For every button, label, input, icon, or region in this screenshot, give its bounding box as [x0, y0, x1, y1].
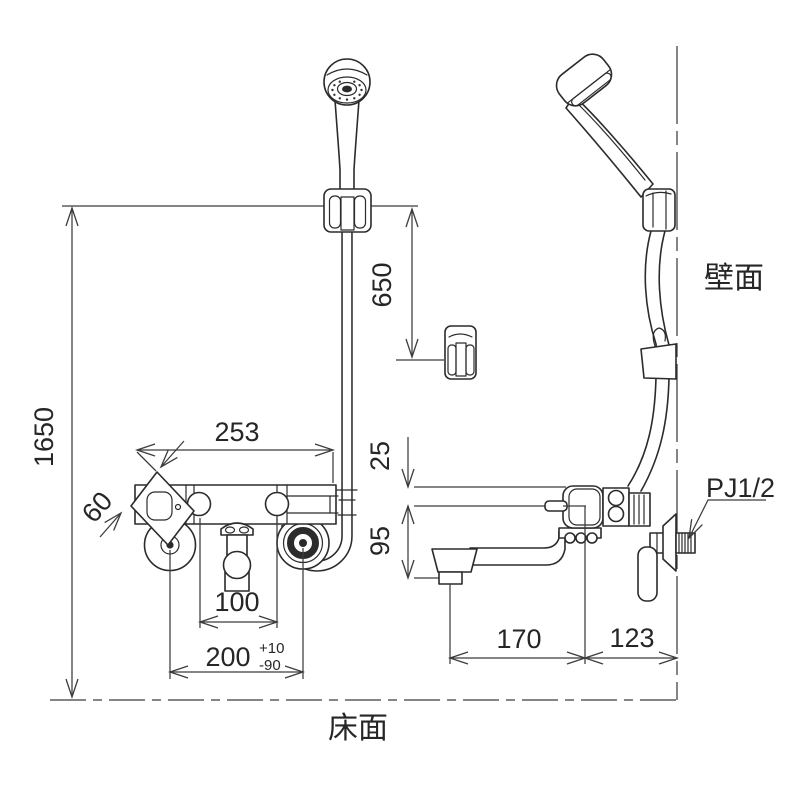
hose-hook-side: [640, 327, 677, 380]
spout-pipe-bottom: [469, 533, 566, 566]
escutcheon-side: [662, 513, 677, 572]
shower-holder-front: [323, 188, 372, 233]
hanger-bracket-front: [444, 325, 477, 380]
shower-head-front: [323, 58, 371, 106]
shower-handle-side: [565, 95, 654, 198]
shower-handle-side-line: [579, 105, 646, 181]
dim-200-tol-plus: +10: [259, 640, 284, 657]
shower-head-side: [555, 53, 613, 107]
floor-surface-label: 床面: [328, 711, 388, 746]
shower-holder-side: [642, 188, 676, 232]
ext-valve-center: [563, 505, 586, 664]
pj-leader-line: [688, 499, 766, 540]
dim-60-lower: [99, 511, 123, 538]
spout-pipe-top: [469, 530, 560, 549]
dim-650-label: 650: [367, 262, 397, 307]
faucet-side: [431, 485, 696, 602]
ext-200: [169, 548, 304, 679]
front-view: [130, 58, 477, 592]
spout-outlet-side: [431, 548, 478, 573]
annotations: 1650 650 253 60 100 200 +10 -90 25 95 17…: [29, 261, 775, 746]
dim-95-label: 95: [365, 526, 395, 556]
wall-surface-label: 壁面: [704, 261, 764, 296]
shower-handle-front: [334, 99, 360, 192]
dim-200-tol-minus: -90: [259, 657, 281, 674]
dim-1650-label: 1650: [29, 407, 59, 467]
ext-100: [199, 518, 278, 628]
side-view: [431, 53, 696, 602]
ext-253: [136, 451, 334, 483]
temp-lever-side: [637, 546, 658, 602]
reference-lines: [50, 46, 678, 701]
thermo-handle-diamond: [130, 471, 195, 546]
dim-60-label: 60: [76, 486, 118, 528]
spout-tip-side: [438, 571, 463, 585]
dim-60-upper: [159, 440, 185, 469]
dimension-lines: [99, 437, 766, 679]
dim-100-label: 100: [214, 587, 259, 617]
spout-front: [220, 522, 254, 592]
dim-200-label: 200: [205, 642, 250, 672]
dim-170-label: 170: [496, 624, 541, 654]
thread-hatch: [678, 532, 692, 554]
thread-spec-label: PJ1/2: [706, 473, 775, 503]
dim-25-label: 25: [365, 441, 395, 471]
spray-holes: [331, 80, 363, 101]
dim-123-label: 123: [609, 623, 654, 653]
dim-253-label: 253: [214, 417, 259, 447]
hose-connector-front: [336, 489, 358, 516]
